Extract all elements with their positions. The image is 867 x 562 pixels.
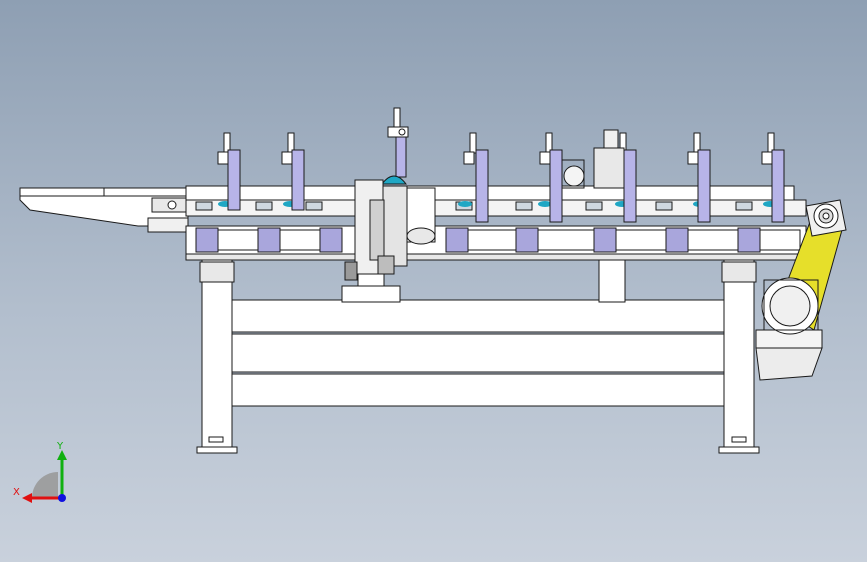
right-leg <box>718 257 760 454</box>
top-pulley <box>805 199 847 237</box>
rail-clamp-blocks <box>195 227 801 253</box>
x-arrowhead <box>22 493 32 503</box>
central-head-assembly <box>341 107 436 303</box>
vertical-posts <box>217 132 785 223</box>
upper-fixture <box>561 129 625 189</box>
center-support-block <box>598 257 626 303</box>
y-arrowhead <box>57 450 67 460</box>
y-axis-label: Y <box>56 441 64 452</box>
infeed-gear <box>151 197 187 213</box>
infeed-table <box>19 187 189 233</box>
x-axis-label: X <box>13 487 20 498</box>
z-axis-dot <box>58 494 66 502</box>
lower-crossbeams <box>231 299 725 407</box>
coordinate-triad: Y X <box>13 441 67 503</box>
drive-motor <box>755 277 823 381</box>
left-leg <box>196 257 238 454</box>
